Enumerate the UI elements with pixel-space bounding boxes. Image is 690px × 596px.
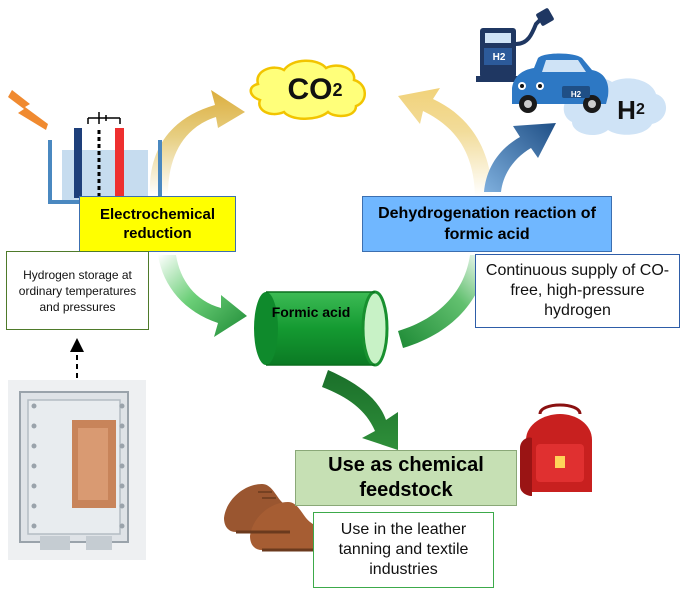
co2-cloud xyxy=(249,59,366,120)
green-arrow-to-formic xyxy=(158,255,247,337)
shoes-icon xyxy=(224,484,333,552)
lightning-icon xyxy=(8,90,48,130)
electrolysis-cell-icon xyxy=(48,112,162,204)
device-photo xyxy=(8,380,146,560)
formic-acid-label: Formic acid xyxy=(271,304,351,320)
car-h2-sign: H2 xyxy=(570,89,582,99)
co2-arrow-left xyxy=(149,90,245,195)
leather-textile-box: Use in the leather tanning and textile i… xyxy=(313,512,494,588)
formic-acid-cylinder xyxy=(254,290,389,367)
green-arrow-to-dehydrogenation xyxy=(398,255,488,348)
hydrogen-car-icon xyxy=(512,53,609,113)
feedstock-arrow xyxy=(322,370,398,450)
hydrogen-storage-box: Hydrogen storage at ordinary temperature… xyxy=(6,251,149,330)
electrochemical-reduction-box: Electrochemical reduction xyxy=(79,196,236,252)
dashed-arrow-up xyxy=(70,338,84,378)
pump-h2-sign: H2 xyxy=(492,51,506,63)
hydrogen-pump-icon xyxy=(476,8,554,82)
chemical-feedstock-box: Use as chemical feedstock xyxy=(295,450,517,506)
continuous-supply-box: Continuous supply of CO-free, high-press… xyxy=(475,254,680,328)
dehydrogenation-box: Dehydrogenation reaction of formic acid xyxy=(362,196,612,252)
co2-arrow-right xyxy=(398,88,492,196)
school-backpack-icon xyxy=(520,403,592,496)
h2-arrow xyxy=(484,123,556,192)
